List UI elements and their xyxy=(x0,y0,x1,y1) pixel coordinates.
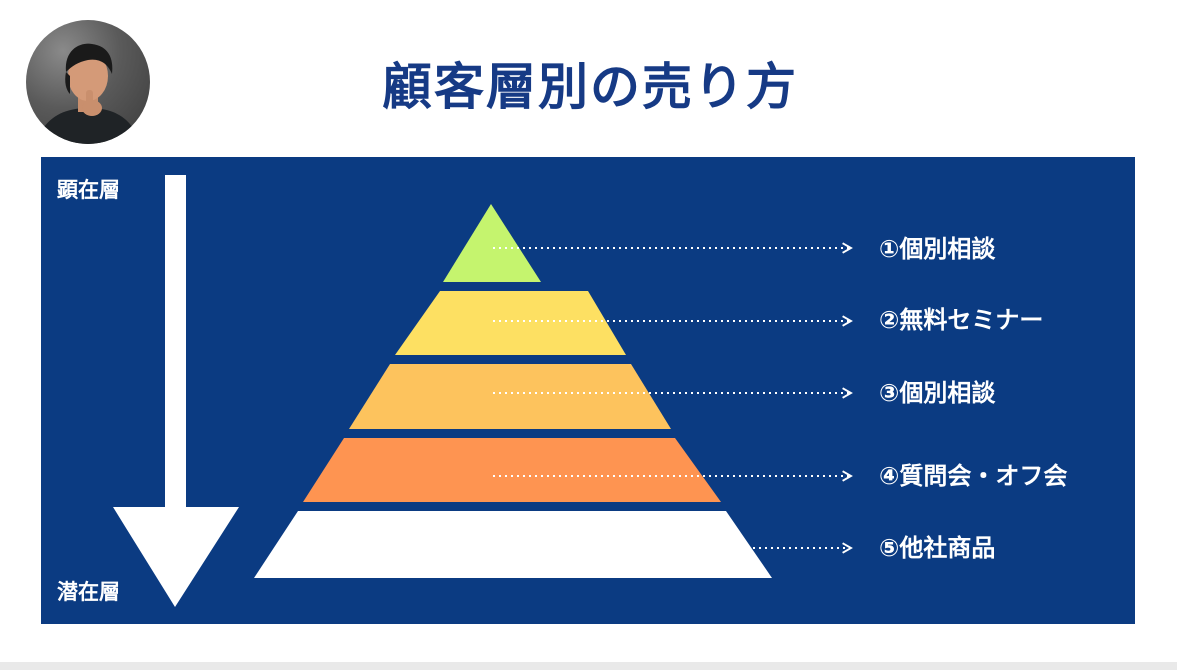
tier-label-4: ④質問会・オフ会 xyxy=(879,462,1068,490)
down-arrow-icon xyxy=(113,175,239,607)
diagram-panel: 顕在層 潜在層 ①個別相談 ②無料セミナー ③個別相談 ④質問会・オフ会 ⑤他社… xyxy=(41,157,1135,624)
pyramid-tier-3 xyxy=(349,364,671,429)
pyramid-tier-4 xyxy=(303,438,721,502)
pyramid-diagram xyxy=(113,175,853,607)
presenter-avatar xyxy=(26,20,150,144)
pyramid-tier-5 xyxy=(254,511,772,578)
pyramid-tier-2 xyxy=(395,291,626,355)
tier-label-2: ②無料セミナー xyxy=(879,306,1044,334)
axis-label-top: 顕在層 xyxy=(57,178,120,202)
person-photo-icon xyxy=(36,43,140,144)
pyramid-tier-1 xyxy=(443,204,541,282)
axis-label-bottom: 潜在層 xyxy=(57,580,120,604)
bottom-strip xyxy=(0,662,1177,670)
page-title: 顧客層別の売り方 xyxy=(382,58,798,116)
tier-label-3: ③個別相談 xyxy=(879,379,996,407)
tier-label-1: ①個別相談 xyxy=(879,235,996,263)
tier-label-5: ⑤他社商品 xyxy=(879,534,996,562)
